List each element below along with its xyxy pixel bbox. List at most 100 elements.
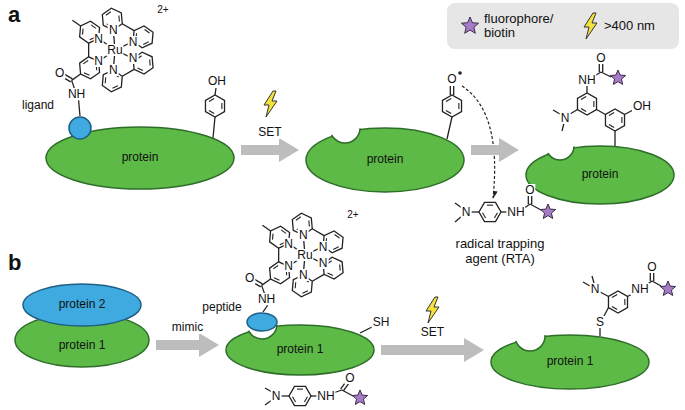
ring-link-bond: [278, 248, 279, 262]
amide-bond: [262, 285, 267, 299]
atom-label: O: [54, 67, 65, 79]
aromatic-ring: [102, 8, 122, 30]
tether-bond: [263, 305, 268, 312]
light-bolt: [584, 13, 597, 39]
ring-double-bond: [90, 37, 95, 40]
protein-shape: protein 1: [490, 334, 650, 390]
ring-double-bond: [327, 261, 332, 264]
atom-label: O: [446, 73, 457, 85]
ring-double-bond: [114, 74, 119, 77]
ring-link-bond: [122, 69, 134, 76]
aromatic-ring: [289, 386, 311, 405]
aromatic-ring: [608, 291, 627, 313]
ring-double-bond: [581, 108, 586, 111]
ring-double-bond: [593, 101, 594, 107]
shape-fill: [23, 284, 141, 326]
double-bond: [599, 64, 600, 72]
amide-bond: [501, 211, 509, 212]
atom-label: N: [271, 390, 282, 402]
process-arrow: [471, 145, 499, 155]
aromatic-ring: [292, 213, 312, 235]
amine-bond: [281, 395, 289, 396]
protein-label: protein: [122, 151, 159, 164]
atom-label: N: [298, 229, 309, 241]
binder-label: ligand: [22, 99, 54, 112]
fluorophore-star: [352, 390, 367, 404]
ring-link-bond: [312, 229, 324, 236]
amine-bond: [600, 292, 609, 297]
ring-link-bond: [88, 43, 89, 57]
protein-label: protein 2: [59, 298, 106, 311]
coordination-bond: [305, 247, 323, 255]
ring-double-bond: [272, 234, 274, 240]
shape-fill: [247, 313, 277, 331]
double-bond: [531, 196, 532, 204]
ring-double-bond: [487, 205, 493, 206]
atom-label: 2+: [347, 210, 358, 220]
ring-double-bond: [327, 273, 332, 276]
biaryl-bond: [597, 110, 606, 115]
atom-label: N: [108, 24, 119, 36]
methyl-bond: [583, 282, 590, 286]
coordination-bond: [115, 42, 133, 50]
binding-pocket: [546, 132, 574, 160]
ring-link-bond: [312, 274, 324, 281]
atom-label: Ru: [296, 249, 313, 261]
double-bond: [528, 196, 529, 204]
atom-label: N: [590, 283, 601, 295]
aromatic-ring: [323, 257, 343, 279]
coordination-bond: [305, 255, 323, 263]
amide-bond: [593, 72, 601, 77]
protein-label: protein: [367, 153, 404, 166]
double-bond: [650, 273, 651, 281]
ring-double-bond: [221, 103, 222, 109]
atom-label: S: [595, 316, 605, 328]
ring-double-bond: [609, 113, 614, 116]
atom-label: NH: [316, 390, 335, 402]
amide-bond: [72, 74, 81, 80]
atom-label: OH: [207, 75, 227, 87]
double-bond: [653, 273, 654, 281]
amine-bond: [471, 211, 479, 212]
tyrosine-bond: [447, 117, 452, 139]
methyl-bond: [592, 276, 594, 283]
ring-double-bond: [107, 24, 112, 27]
legend-text: >400 nm: [604, 19, 684, 33]
ring-double-bond: [96, 64, 98, 70]
arrow-label: SET: [419, 325, 446, 339]
ring-double-bond: [293, 397, 296, 402]
atom-label: N: [318, 257, 329, 269]
process-arrow: [241, 145, 279, 155]
panel-letter: a: [8, 4, 20, 26]
tyrosine-bond: [614, 131, 615, 146]
double-bond: [602, 64, 603, 72]
protein-label: protein 1: [547, 355, 594, 368]
legend-box: [447, 3, 679, 49]
methyl-bond: [265, 388, 272, 392]
linker-bond: [652, 281, 661, 286]
atom-label: SH: [372, 316, 391, 328]
amide-bond: [628, 293, 635, 297]
amide-bond: [311, 395, 318, 396]
atom-label: N: [283, 238, 294, 250]
light-bolt: [426, 297, 439, 323]
ring-double-bond: [143, 42, 148, 45]
atom-label: Ru: [106, 44, 123, 56]
legend-swatch: [461, 17, 478, 33]
ring-double-bond: [335, 235, 340, 238]
ring-double-bond: [83, 60, 88, 63]
binder-shape: peptide: [246, 312, 278, 332]
coordination-bond: [289, 244, 305, 255]
linker-bond: [530, 204, 541, 210]
amide-bond: [586, 86, 587, 93]
process-arrow: [381, 345, 464, 355]
atom-label: N: [93, 55, 104, 67]
atom-label: NH: [577, 74, 596, 86]
radical-arrow: [462, 86, 495, 198]
ring-double-bond: [297, 229, 302, 232]
partner-protein-shape: protein 2: [22, 283, 142, 327]
legend-swatch: [584, 13, 597, 39]
atom-label: O: [595, 52, 606, 64]
ring-double-bond: [135, 33, 137, 39]
methyl-bond: [455, 203, 462, 208]
